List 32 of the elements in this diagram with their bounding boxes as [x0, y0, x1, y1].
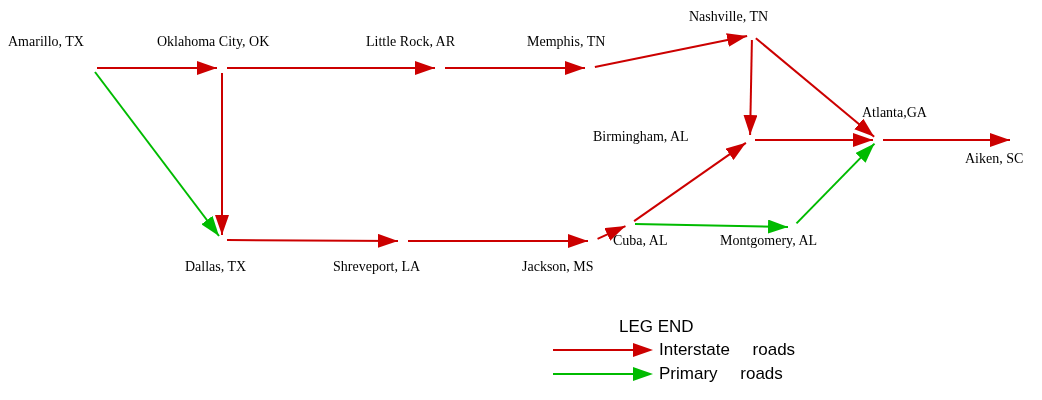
legend-label: Primary roads	[659, 364, 783, 384]
road-arrow	[754, 133, 874, 147]
road-arrow	[754, 37, 876, 138]
road-arrow	[633, 141, 747, 223]
road-arrow	[743, 39, 758, 136]
city-label: Dallas, TX	[185, 258, 247, 275]
city-label: Birmingham, AL	[593, 128, 689, 145]
road-arrow	[444, 61, 586, 75]
legend-title: LEG END	[619, 316, 695, 338]
city-label: Jackson, MS	[522, 258, 594, 275]
road-arrow	[215, 72, 229, 236]
city-label: Shreveport, LA	[333, 258, 421, 275]
road-arrow	[96, 61, 218, 75]
road-arrow	[882, 133, 1011, 147]
road-arrow	[593, 33, 749, 68]
road-arrow	[226, 233, 399, 248]
road-arrow	[596, 225, 627, 241]
city-label: Nashville, TN	[689, 8, 769, 25]
city-label: Atlanta,GA	[862, 104, 927, 121]
city-label: Aiken, SC	[965, 150, 1024, 167]
city-label: Amarillo, TX	[8, 33, 84, 50]
legend-label: Interstate roads	[659, 340, 796, 360]
road-arrow	[94, 71, 220, 237]
road-arrow	[226, 61, 436, 75]
road-arrow	[407, 234, 589, 248]
road-arrow	[795, 142, 876, 225]
road-arrow	[634, 219, 789, 234]
city-label: Cuba, AL	[613, 232, 668, 249]
city-label: Memphis, TN	[527, 33, 606, 50]
city-label: Little Rock, AR	[366, 33, 456, 50]
city-label: Oklahoma City, OK	[157, 33, 270, 50]
city-label: Montgomery, AL	[720, 232, 818, 249]
